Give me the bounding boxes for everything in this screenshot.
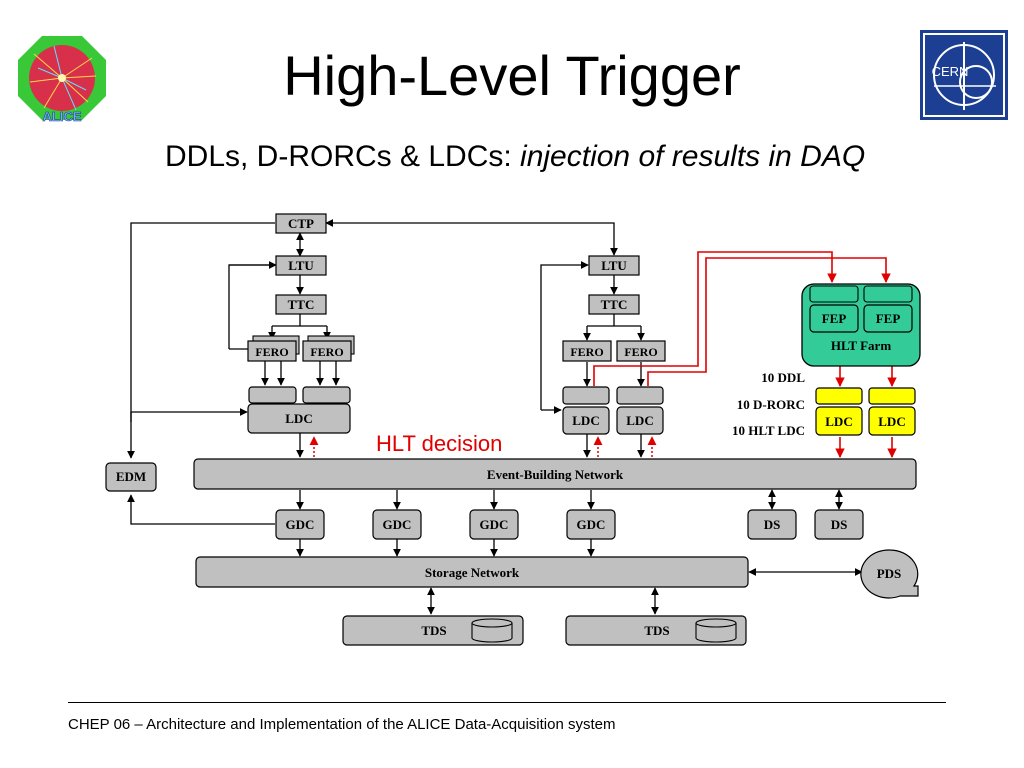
hlt-farm-box: FEP FEP HLT Farm (801, 283, 921, 367)
slide-title: High-Level Trigger (283, 44, 741, 107)
hlt-data-lines (593, 251, 897, 458)
gdc-box-1: GDC (275, 509, 325, 540)
edm-label: EDM (116, 469, 146, 484)
fep-label-1: FEP (822, 311, 847, 326)
fero-box-left-1: FERO (247, 335, 300, 362)
hlt-drorc-box-2 (868, 387, 916, 405)
drorc-box-right-1 (562, 386, 610, 405)
ddl-count-label: 10 DDL (761, 370, 805, 385)
ldc-label-right-1: LDC (572, 413, 599, 428)
alice-logo-text: ALICE (43, 109, 82, 124)
fero-label-left-1: FERO (255, 345, 288, 359)
ttc-label-left: TTC (288, 297, 315, 312)
ldc-box-right-2: LDC (616, 406, 664, 435)
disk-icon (471, 618, 513, 643)
edm-box: EDM (105, 462, 157, 492)
pds-box: PDS (860, 549, 919, 599)
drorc-box-right-2 (616, 386, 664, 405)
ltu-label-left: LTU (288, 258, 314, 273)
drorc-box-left-2 (302, 386, 351, 404)
ldc-box-left: LDC (247, 403, 351, 434)
hlt-ldc-box-1: LDC (815, 406, 863, 436)
gdc-box-3: GDC (469, 509, 519, 540)
tds-label-1: TDS (421, 623, 446, 638)
hlt-farm-label: HLT Farm (831, 338, 891, 353)
disk-icon (695, 618, 737, 643)
pds-label: PDS (877, 566, 902, 581)
fero-box-right-1: FERO (562, 340, 612, 362)
storage-network-label: Storage Network (425, 565, 520, 580)
hlt-decision-lines (309, 436, 657, 457)
ldc-label-right-2: LDC (626, 413, 653, 428)
cern-logo: CERN (920, 30, 1008, 120)
fero-label-right-2: FERO (624, 345, 657, 359)
connection-lines (127, 219, 863, 615)
ltu-label-right: LTU (601, 258, 627, 273)
ds-box-2: DS (814, 509, 864, 540)
event-building-network: Event-Building Network (193, 458, 917, 490)
event-building-network-label: Event-Building Network (487, 467, 624, 482)
footer-divider (68, 702, 946, 703)
fero-box-right-2: FERO (616, 340, 666, 362)
ltu-box-left: LTU (275, 255, 327, 276)
hlt-ldc-count-label: 10 HLT LDC (732, 423, 805, 438)
gdc-box-4: GDC (566, 509, 616, 540)
tds-label-2: TDS (644, 623, 669, 638)
ctp-box: CTP (275, 213, 327, 234)
ttc-label-right: TTC (601, 297, 628, 312)
hlt-ldc-label-2: LDC (878, 414, 905, 429)
ds-label-2: DS (831, 517, 848, 532)
gdc-box-2: GDC (372, 509, 422, 540)
hlt-ldc-box-2: LDC (868, 406, 916, 436)
gdc-label-3: GDC (480, 517, 509, 532)
hlt-drorc-box-1 (815, 387, 863, 405)
gdc-label-4: GDC (577, 517, 606, 532)
gdc-label-1: GDC (286, 517, 315, 532)
ctp-label: CTP (288, 216, 314, 231)
cern-logo-text: CERN (932, 64, 969, 79)
storage-network: Storage Network (195, 556, 749, 588)
slide-footer: CHEP 06 – Architecture and Implementatio… (68, 716, 616, 733)
drorc-count-label: 10 D-RORC (737, 397, 805, 412)
hlt-ldc-label-1: LDC (825, 414, 852, 429)
alice-logo: ALICE (18, 36, 106, 124)
fero-label-left-2: FERO (310, 345, 343, 359)
fero-box-left-2: FERO (302, 335, 355, 362)
ttc-box-right: TTC (588, 294, 640, 315)
hlt-decision-label: HLT decision (376, 431, 502, 456)
ttc-box-left: TTC (275, 294, 327, 315)
gdc-label-2: GDC (383, 517, 412, 532)
drorc-box-left-1 (248, 386, 297, 404)
fep-label-2: FEP (876, 311, 901, 326)
ldc-box-right-1: LDC (562, 406, 610, 435)
subtitle-plain: DDLs, D-RORCs & LDCs: (165, 140, 521, 173)
ds-box-1: DS (747, 509, 797, 540)
ltu-box-right: LTU (588, 255, 640, 276)
subtitle-italic: injection of results in DAQ (520, 140, 866, 173)
ds-label-1: DS (764, 517, 781, 532)
ldc-label-left: LDC (285, 411, 312, 426)
slide-subtitle: DDLs, D-RORCs & LDCs: injection of resul… (165, 140, 865, 174)
fero-label-right-1: FERO (570, 345, 603, 359)
